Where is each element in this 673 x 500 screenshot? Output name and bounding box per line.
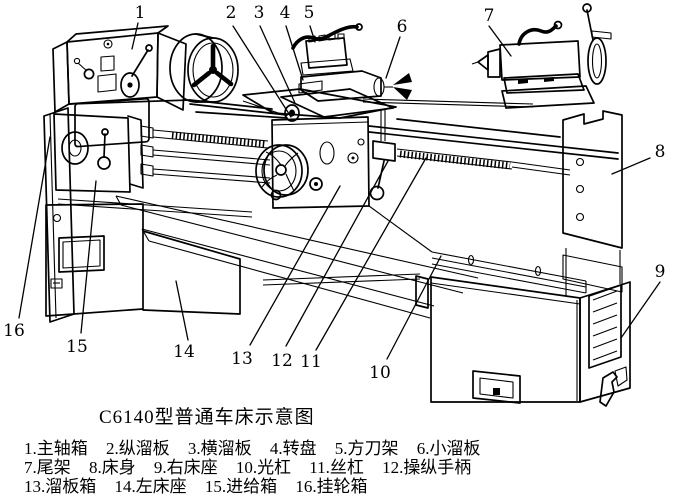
legend-item-10: 10.光杠	[236, 458, 291, 477]
legend-num: 5.	[334, 439, 348, 458]
legend-label: 进给箱	[226, 476, 278, 496]
legend-label: 横溜板	[200, 439, 252, 458]
compound-toolpost	[291, 23, 412, 102]
legend-num: 16.	[295, 476, 317, 496]
legend-label: 右床座	[166, 457, 218, 477]
callout-3: 3	[254, 3, 265, 23]
legend-item-12: 12.操纵手柄	[382, 458, 471, 477]
chuck	[169, 33, 239, 103]
callout-11: 11	[300, 352, 322, 372]
callout-numbers: 1 2 3 4 5 6 7 8 9 10 11 12 13 14 15 16	[3, 3, 665, 383]
saddle-cross-slide	[242, 88, 397, 122]
legend-num: 9.	[153, 457, 167, 477]
legend-num: 3.	[187, 439, 201, 458]
legend-item-16: 16.挂轮箱	[295, 477, 367, 496]
bed-ways	[189, 98, 619, 160]
legend-item-7: 7.尾架	[24, 458, 71, 477]
legend-label: 光杠	[257, 457, 292, 477]
feed-rods-right	[262, 148, 587, 309]
callout-10: 10	[369, 363, 391, 383]
feed-box	[53, 113, 154, 193]
legend-item-14: 14.左床座	[114, 477, 186, 496]
legend-num: 8.	[88, 457, 102, 477]
callout-9: 9	[655, 262, 666, 282]
legend-item-1: 1.主轴箱	[24, 439, 88, 458]
callout-12: 12	[271, 351, 293, 371]
feed-rods-left	[152, 129, 271, 184]
callout-7: 7	[484, 6, 495, 26]
legend-label: 主轴箱	[36, 439, 88, 458]
figure-title: C6140型普通车床示意图	[99, 407, 315, 428]
legend-label: 纵溜板	[118, 439, 170, 458]
legend-num: 15.	[204, 476, 227, 496]
left-base	[45, 198, 253, 317]
leader-lines	[18, 22, 661, 360]
callout-15: 15	[66, 337, 88, 357]
legend-num: 2.	[105, 439, 119, 458]
callout-14: 14	[173, 342, 195, 362]
chip-pan	[115, 195, 479, 319]
callout-1: 1	[135, 3, 146, 23]
legend-item-8: 8.床身	[89, 458, 136, 477]
legend-num: 13.	[24, 476, 46, 496]
tailstock	[471, 3, 612, 109]
bed-right-end	[562, 110, 623, 296]
legend-item-2: 2.纵溜板	[106, 439, 170, 458]
callout-5: 5	[304, 3, 315, 23]
legend-label: 操纵手柄	[403, 457, 472, 477]
legend-item-13: 13.溜板箱	[24, 477, 96, 496]
legend-num: 12.	[382, 457, 404, 477]
legend-num: 1.	[24, 439, 37, 458]
legend-label: 溜板箱	[45, 476, 97, 496]
callout-16: 16	[3, 321, 25, 341]
right-pedestal	[430, 276, 631, 407]
legend-label: 丝杠	[329, 457, 364, 477]
callout-6: 6	[397, 17, 408, 37]
legend-row-2: 7.尾架 8.床身 9.右床座 10.光杠 11.丝杠 12.操纵手柄	[24, 458, 669, 478]
legend-row-3: 13.溜板箱 14.左床座 15.进给箱 16.挂轮箱	[24, 477, 669, 497]
legend-num: 11.	[309, 457, 330, 477]
legend-item-15: 15.进给箱	[205, 477, 277, 496]
legend-item-4: 4.转盘	[270, 439, 317, 458]
headstock	[52, 25, 191, 148]
callout-2: 2	[226, 3, 237, 23]
legend-label: 挂轮箱	[316, 476, 368, 496]
legend-label: 床身	[101, 457, 136, 477]
legend-num: 6.	[416, 439, 430, 458]
callout-4: 4	[280, 3, 291, 23]
legend-item-6: 6.小溜板	[417, 439, 481, 458]
legend-num: 10.	[235, 457, 258, 477]
legend-num: 7.	[24, 457, 37, 477]
legend-label: 尾架	[36, 457, 71, 477]
legend-item-5: 5.方刀架	[335, 439, 399, 458]
legend-item-11: 11.丝杠	[309, 458, 364, 477]
legend-item-3: 3.横溜板	[188, 439, 252, 458]
callout-13: 13	[231, 349, 253, 369]
legend-row-1: 1.主轴箱 2.纵溜板 3.横溜板 4.转盘 5.方刀架 6.小溜板	[24, 439, 669, 459]
legend-item-9: 9.右床座	[154, 458, 218, 477]
legend-label: 转盘	[282, 439, 317, 458]
legend: 1.主轴箱 2.纵溜板 3.横溜板 4.转盘 5.方刀架 6.小溜板 7.尾架 …	[24, 439, 669, 497]
legend-label: 左床座	[135, 476, 187, 496]
legend-label: 方刀架	[347, 439, 399, 458]
legend-num: 14.	[114, 476, 136, 496]
callout-8: 8	[655, 142, 666, 162]
legend-num: 4.	[269, 439, 283, 458]
legend-label: 小溜板	[429, 439, 481, 458]
apron	[255, 116, 370, 209]
